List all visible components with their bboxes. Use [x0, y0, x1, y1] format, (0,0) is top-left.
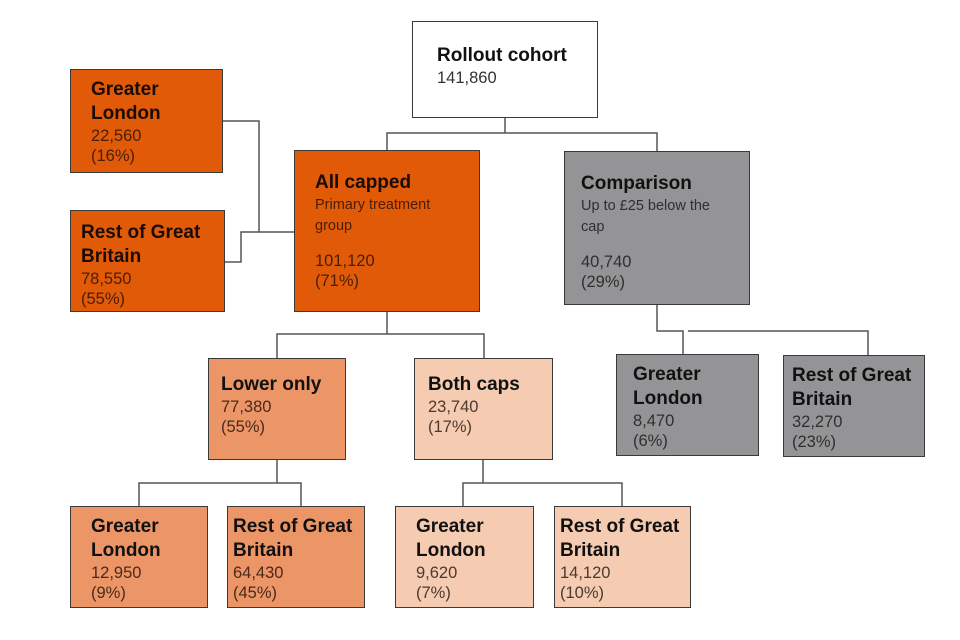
node-percent: (10%): [560, 584, 605, 602]
node-lower-only-greater-london: Greater London 12,950 (9%): [70, 506, 208, 608]
node-percent: (55%): [221, 418, 266, 436]
node-both-caps-rest-of-gb: Rest of Great Britain 14,120 (10%): [554, 506, 691, 608]
connector-lower-children: [138, 482, 302, 506]
node-percent: (16%): [91, 147, 136, 165]
connector-comparison-rest: [688, 330, 869, 355]
node-percent: (17%): [428, 418, 473, 436]
node-value: 32,270: [792, 413, 843, 431]
node-subtitle: Primary treatment group: [315, 197, 431, 234]
connector-capped-rest: [225, 231, 259, 263]
node-title: Lower only: [221, 374, 322, 395]
node-value: 78,550: [81, 270, 132, 288]
node-all-capped-rest-of-gb: Rest of Great Britain 78,550 (55%): [70, 210, 225, 312]
node-percent: (71%): [315, 272, 360, 290]
node-title: Both caps: [428, 374, 520, 395]
node-rollout-cohort: Rollout cohort 141,860: [412, 21, 598, 118]
node-title: Rollout cohort: [437, 45, 567, 66]
node-value: 23,740: [428, 398, 479, 416]
node-comparison-greater-london: Greater London 8,470 (6%): [616, 354, 759, 456]
node-all-capped-greater-london: Greater London 22,560 (16%): [70, 69, 223, 173]
node-lower-only-rest-of-gb: Rest of Great Britain 64,430 (45%): [227, 506, 365, 608]
node-percent: (7%): [416, 584, 451, 602]
node-value: 9,620: [416, 564, 458, 582]
node-value: 8,470: [633, 412, 675, 430]
node-title: Rest of Great Britain: [233, 516, 353, 561]
node-value: 64,430: [233, 564, 284, 582]
node-percent: (45%): [233, 584, 278, 602]
node-title: Greater London: [633, 364, 703, 409]
node-title: Rest of Great Britain: [560, 516, 680, 561]
node-all-capped: All capped Primary treatment group 101,1…: [294, 150, 480, 312]
node-value: 12,950: [91, 564, 142, 582]
node-title: Greater London: [91, 516, 161, 561]
node-value: 22,560: [91, 127, 142, 145]
node-title: All capped: [315, 172, 412, 193]
node-title: Comparison: [581, 173, 692, 194]
connector-both-children: [462, 482, 623, 506]
node-title: Rest of Great Britain: [792, 365, 912, 410]
node-title: Rest of Great Britain: [81, 222, 201, 267]
connector-comparison-london: [656, 305, 684, 354]
node-value: 101,120: [315, 252, 375, 270]
node-percent: (9%): [91, 584, 126, 602]
node-percent: (23%): [792, 433, 837, 451]
node-both-caps-greater-london: Greater London 9,620 (7%): [395, 506, 534, 608]
node-title: Greater London: [416, 516, 486, 561]
node-comparison: Comparison Up to £25 below the cap 40,74…: [564, 151, 750, 305]
connector-lower-both: [276, 333, 485, 358]
node-title: Greater London: [91, 79, 161, 124]
node-value: 141,860: [437, 69, 497, 87]
node-percent: (6%): [633, 432, 668, 450]
node-both-caps: Both caps 23,740 (17%): [414, 358, 553, 460]
node-percent: (55%): [81, 290, 126, 308]
node-subtitle: Up to £25 below the cap: [581, 198, 710, 235]
node-comparison-rest-of-gb: Rest of Great Britain 32,270 (23%): [783, 355, 925, 457]
node-value: 40,740: [581, 253, 632, 271]
node-percent: (29%): [581, 273, 626, 291]
node-lower-only: Lower only 77,380 (55%): [208, 358, 346, 460]
node-value: 77,380: [221, 398, 272, 416]
connector-root-left: [386, 132, 658, 152]
connector-capped-london: [223, 120, 294, 233]
node-value: 14,120: [560, 564, 611, 582]
